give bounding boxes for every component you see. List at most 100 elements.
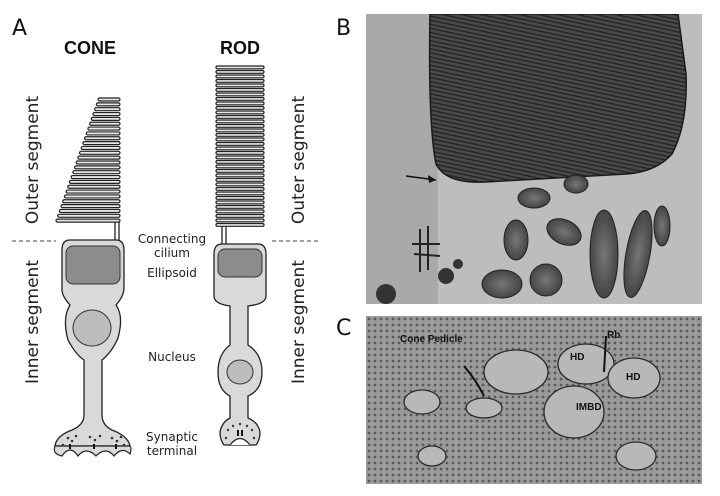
rod-synaptic-terminal — [229, 437, 251, 446]
membrane-disc — [60, 204, 121, 209]
rod-ellipsoid — [217, 248, 263, 278]
connecting-cilium-label: Connecting cilium — [130, 232, 214, 260]
membrane-disc — [215, 150, 265, 155]
membrane-disc — [215, 119, 265, 124]
membrane-disc — [215, 186, 265, 191]
membrane-disc — [82, 141, 121, 146]
imbd-label: IMBD — [576, 402, 602, 413]
membrane-disc — [215, 92, 265, 97]
membrane-disc — [215, 182, 265, 187]
cone-synaptic-terminal — [53, 445, 132, 458]
membrane-disc — [95, 102, 121, 107]
membrane-disc — [215, 146, 265, 151]
membrane-disc — [215, 218, 265, 223]
cone-ribbons — [69, 444, 117, 449]
membrane-disc — [80, 145, 121, 151]
membrane-disc — [215, 83, 265, 88]
membrane-disc — [215, 141, 265, 146]
cone-title: CONE — [64, 38, 117, 58]
micrograph-c — [366, 316, 702, 484]
membrane-disc — [87, 126, 121, 131]
rod-cilium-icon — [221, 226, 227, 246]
rod-title: ROD — [220, 38, 260, 58]
membrane-disc — [215, 105, 265, 110]
rod-vesicles — [224, 422, 256, 440]
membrane-disc — [215, 74, 265, 79]
membrane-disc — [67, 184, 121, 189]
membrane-disc — [215, 101, 265, 106]
cone-vesicles — [61, 434, 126, 447]
membrane-disc — [72, 170, 121, 175]
rb-label: Rb — [607, 330, 621, 341]
cell-profiles-c — [403, 343, 661, 471]
membrane-disc — [215, 155, 265, 160]
membrane-disc — [77, 155, 121, 160]
membrane-disc — [215, 168, 265, 173]
membrane-disc — [215, 69, 265, 74]
membrane-disc — [63, 194, 121, 199]
membrane-disc — [70, 174, 121, 180]
mitochondria-b — [481, 174, 671, 299]
dark-granules-b — [376, 259, 463, 304]
cone-ellipsoid — [65, 245, 121, 285]
membrane-disc — [97, 97, 121, 102]
membrane-disc — [92, 111, 121, 117]
panel-label-a: A — [12, 16, 28, 41]
connecting-cilium-line1: Connecting — [137, 232, 207, 246]
membrane-disc — [62, 199, 121, 204]
membrane-disc — [215, 191, 265, 196]
membrane-disc — [215, 159, 265, 164]
membrane-disc — [83, 136, 121, 141]
outer-segment-stack — [428, 14, 687, 183]
photoreceptor-diagram — [12, 65, 318, 458]
cone-nucleus — [72, 309, 112, 347]
membrane-disc — [215, 110, 265, 115]
membrane-disc — [215, 128, 265, 133]
ribbon-synapse-c — [463, 335, 607, 397]
membrane-disc — [88, 121, 121, 126]
membrane-disc — [215, 78, 265, 83]
membrane-disc — [55, 218, 121, 223]
panel-label-b: B — [336, 16, 352, 41]
membrane-disc — [215, 213, 265, 218]
membrane-disc — [215, 173, 265, 178]
hd-label-1: HD — [570, 352, 585, 363]
ellipsoid-label: Ellipsoid — [147, 266, 197, 280]
membrane-disc — [215, 87, 265, 92]
membrane-disc — [85, 131, 121, 136]
synaptic-terminal-label: Synaptic terminal — [130, 430, 214, 458]
membrane-disc — [215, 222, 265, 227]
nucleus-label: Nucleus — [148, 350, 196, 364]
membrane-disc — [215, 65, 265, 70]
cilium-structure-b — [412, 226, 441, 272]
membrane-disc — [94, 107, 121, 112]
micrograph-b — [366, 14, 702, 304]
membrane-disc — [68, 179, 121, 184]
membrane-disc — [57, 213, 121, 218]
membrane-disc — [215, 132, 265, 137]
membrane-disc — [78, 150, 121, 155]
membrane-disc — [90, 116, 121, 121]
membrane-disc — [215, 96, 265, 101]
synaptic-terminal-line2: terminal — [146, 444, 198, 458]
membrane-disc — [65, 189, 121, 194]
synaptic-terminal-line1: Synaptic — [146, 430, 198, 444]
membrane-disc — [215, 137, 265, 142]
membrane-disc — [215, 114, 265, 119]
membrane-disc — [58, 208, 121, 214]
membrane-disc — [73, 165, 121, 170]
rod-inner-segment — [213, 243, 267, 446]
arrowhead-icon — [428, 175, 436, 183]
membrane-disc — [215, 164, 265, 169]
membrane-disc — [215, 204, 265, 209]
membrane-disc — [215, 195, 265, 200]
hd-label-2: HD — [626, 372, 641, 383]
rod-ribbon — [237, 430, 243, 436]
rod-outer-segment — [215, 65, 265, 227]
membrane-disc — [215, 200, 265, 205]
panel-label-c: C — [336, 316, 352, 341]
connecting-cilium-line2: cilium — [154, 246, 190, 260]
membrane-disc — [75, 160, 121, 165]
rod-nucleus — [226, 359, 254, 385]
cone-outer-segment — [55, 97, 121, 223]
